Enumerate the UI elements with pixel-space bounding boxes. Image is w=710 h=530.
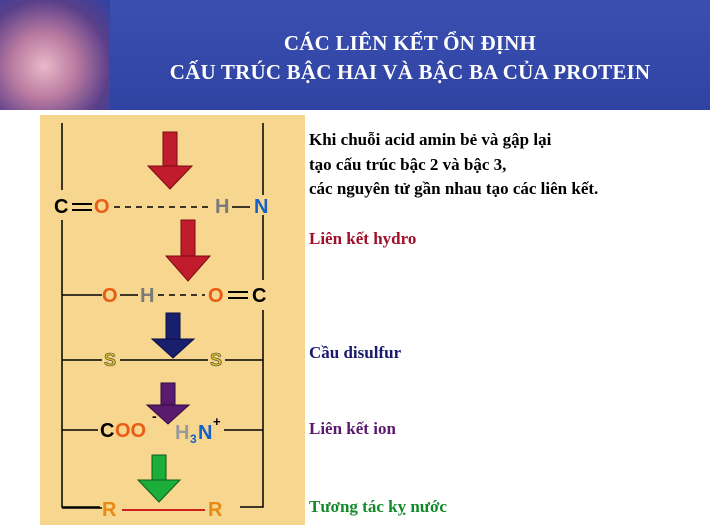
row5-r1: R <box>102 499 117 521</box>
arrow-green <box>136 454 182 503</box>
row4-sub3: 3 <box>190 432 197 446</box>
description-line-3: các nguyên tử gần nhau tạo các liên kết. <box>309 179 599 198</box>
row2-o2: O <box>208 285 224 307</box>
label-disulfide-bridge: Cầu disulfur <box>309 343 402 362</box>
row1-h: H <box>215 196 229 218</box>
chain-line-bottom-right <box>240 495 264 508</box>
row4-plus: + <box>213 414 221 429</box>
description-line-2: tạo cấu trúc bậc 2 và bậc 3, <box>309 155 507 174</box>
row1-n: N <box>254 196 268 218</box>
row3-s1: S <box>104 350 116 370</box>
arrow-purple <box>145 382 191 425</box>
row2-o: O <box>102 285 118 307</box>
bond-diagram-svg: C O H N O H O C S S C OO - H 3 N + <box>54 123 268 521</box>
row5-r2: R <box>208 499 223 521</box>
arrow-red-2 <box>164 219 212 282</box>
row4-n: N <box>198 422 212 444</box>
title-banner: CÁC LIÊN KẾT ỔN ĐỊNH CẤU TRÚC BẬC HAI VÀ… <box>0 0 710 110</box>
arrow-red-1 <box>146 131 194 190</box>
row2-c: C <box>252 285 266 307</box>
row1-o: O <box>94 196 110 218</box>
row4-oo: OO <box>115 420 146 442</box>
row3-s2: S <box>210 350 222 370</box>
chain-line-bottom-left <box>61 495 100 508</box>
arrow-navy <box>150 312 196 359</box>
label-ionic-bond: Liên kết ion <box>309 419 396 438</box>
row4-h: H <box>175 422 189 444</box>
label-hydrophobic-interaction: Tương tác kỵ nước <box>309 497 447 516</box>
bond-diagram: C O H N O H O C S S C OO - H 3 N + <box>40 115 305 525</box>
row4-minus: - <box>152 408 157 424</box>
description-line-1: Khi chuỗi acid amin bẻ và gập lại <box>309 130 552 149</box>
title-line-1: CÁC LIÊN KẾT ỔN ĐỊNH <box>283 31 537 55</box>
row2-h: H <box>140 285 154 307</box>
title-line-2: CẤU TRÚC BẬC HAI VÀ BẬC BA CỦA PROTEIN <box>169 60 651 84</box>
label-hydrogen-bond: Liên kết hydro <box>309 229 417 248</box>
row1-c: C <box>54 196 68 218</box>
flask-image <box>0 0 110 110</box>
row4-c: C <box>100 420 114 442</box>
